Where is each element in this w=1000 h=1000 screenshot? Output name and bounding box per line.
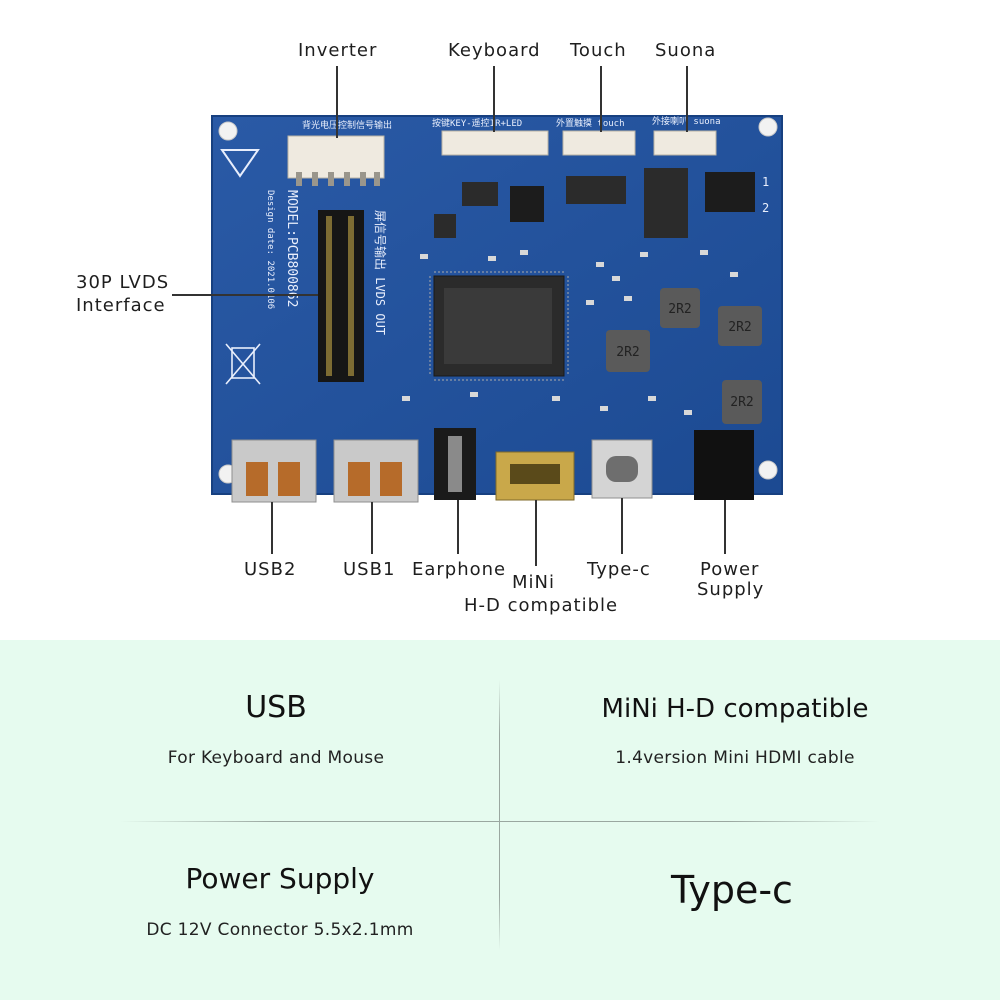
svg-text:2R2: 2R2 [730,395,753,410]
jumper-header [510,186,544,222]
small-chip [462,182,498,206]
keyboard-connector [441,130,549,156]
usb1-port [333,439,419,503]
svg-text:外置触摸 touch: 外置触摸 touch [556,117,625,129]
leader-lvds [172,294,318,296]
mounting-hole [758,117,778,137]
board-lvds-out: 屏信号输出 LVDS OUT [373,210,388,335]
small-chip [644,168,688,238]
pin-header-2x5 [705,172,755,212]
lvds-header [318,210,364,382]
usb2-port [231,439,317,503]
leader-usb1 [371,502,373,554]
callout-typec: Type-c [587,559,651,580]
leader-suona [686,66,688,132]
callout-mini-line2: H-D compatible [464,595,619,616]
leader-inverter [336,66,338,138]
callout-keyboard: Keyboard [448,40,541,61]
callout-touch: Touch [570,40,627,61]
callout-earphone: Earphone [412,559,507,580]
board-model: MODEL:PCB800862 [284,190,299,307]
features-panel: USB For Keyboard and Mouse MiNi H-D comp… [0,640,1000,1000]
inductor [606,330,650,372]
feature-power-title: Power Supply [185,862,375,895]
power-jack [694,430,754,500]
small-chip [434,214,456,238]
leader-usb2 [271,502,273,554]
vertical-divider [499,680,500,950]
leader-earphone [457,500,459,554]
feature-usb-title: USB [245,690,307,725]
small-chip [566,176,626,204]
svg-text:2R2: 2R2 [616,345,639,360]
mounting-hole [758,460,778,480]
callout-suona: Suona [655,40,717,61]
mounting-hole [218,121,238,141]
diagram-area: 背光电压控制信号输出 按键KEY-遥控IR+LED 外置触摸 touch 外接喇… [76,40,783,616]
leader-typec [621,498,623,554]
callout-power-line1: Power [700,559,760,580]
leader-power [724,500,726,554]
inductor [718,306,762,346]
inverter-connector [287,135,385,179]
svg-text:2R2: 2R2 [668,302,691,317]
svg-text:2R2: 2R2 [728,320,751,335]
feature-usb-subtitle: For Keyboard and Mouse [167,748,385,768]
callout-usb1: USB1 [343,559,396,580]
leader-keyboard [493,66,495,132]
feature-mini-hdmi-subtitle: 1.4version Mini HDMI cable [615,748,855,768]
feature-power-subtitle: DC 12V Connector 5.5x2.1mm [146,920,414,940]
feature-mini-hdmi-title: MiNi H-D compatible [601,694,869,724]
weee-recycle-icon [225,343,261,385]
callout-inverter: Inverter [298,40,378,61]
suona-connector [653,130,717,156]
svg-text:按键KEY-遥控IR+LED: 按键KEY-遥控IR+LED [432,117,522,129]
feature-typec-title: Type-c [671,868,793,912]
leader-touch [600,66,602,132]
horizontal-divider [120,821,880,822]
pcb-board: 背光电压控制信号输出 按键KEY-遥控IR+LED 外置触摸 touch 外接喇… [211,115,783,503]
svg-text:2: 2 [762,201,769,215]
inductor [660,288,700,328]
inductor [722,380,762,424]
touch-connector [562,130,636,156]
callout-lvds-line2: Interface [76,295,166,316]
svg-text:1: 1 [762,175,769,189]
svg-text:背光电压控制信号输出: 背光电压控制信号输出 [302,119,392,131]
callout-lvds-line1: 30P LVDS [76,272,170,293]
callout-power-line2: Supply [697,579,765,600]
leader-mini-hdmi [535,500,537,566]
callout-usb2: USB2 [244,559,297,580]
callout-mini-line1: MiNi [512,572,555,593]
logo-icon [220,149,260,178]
board-design-date: Design date: 2021.0106 [265,190,275,309]
